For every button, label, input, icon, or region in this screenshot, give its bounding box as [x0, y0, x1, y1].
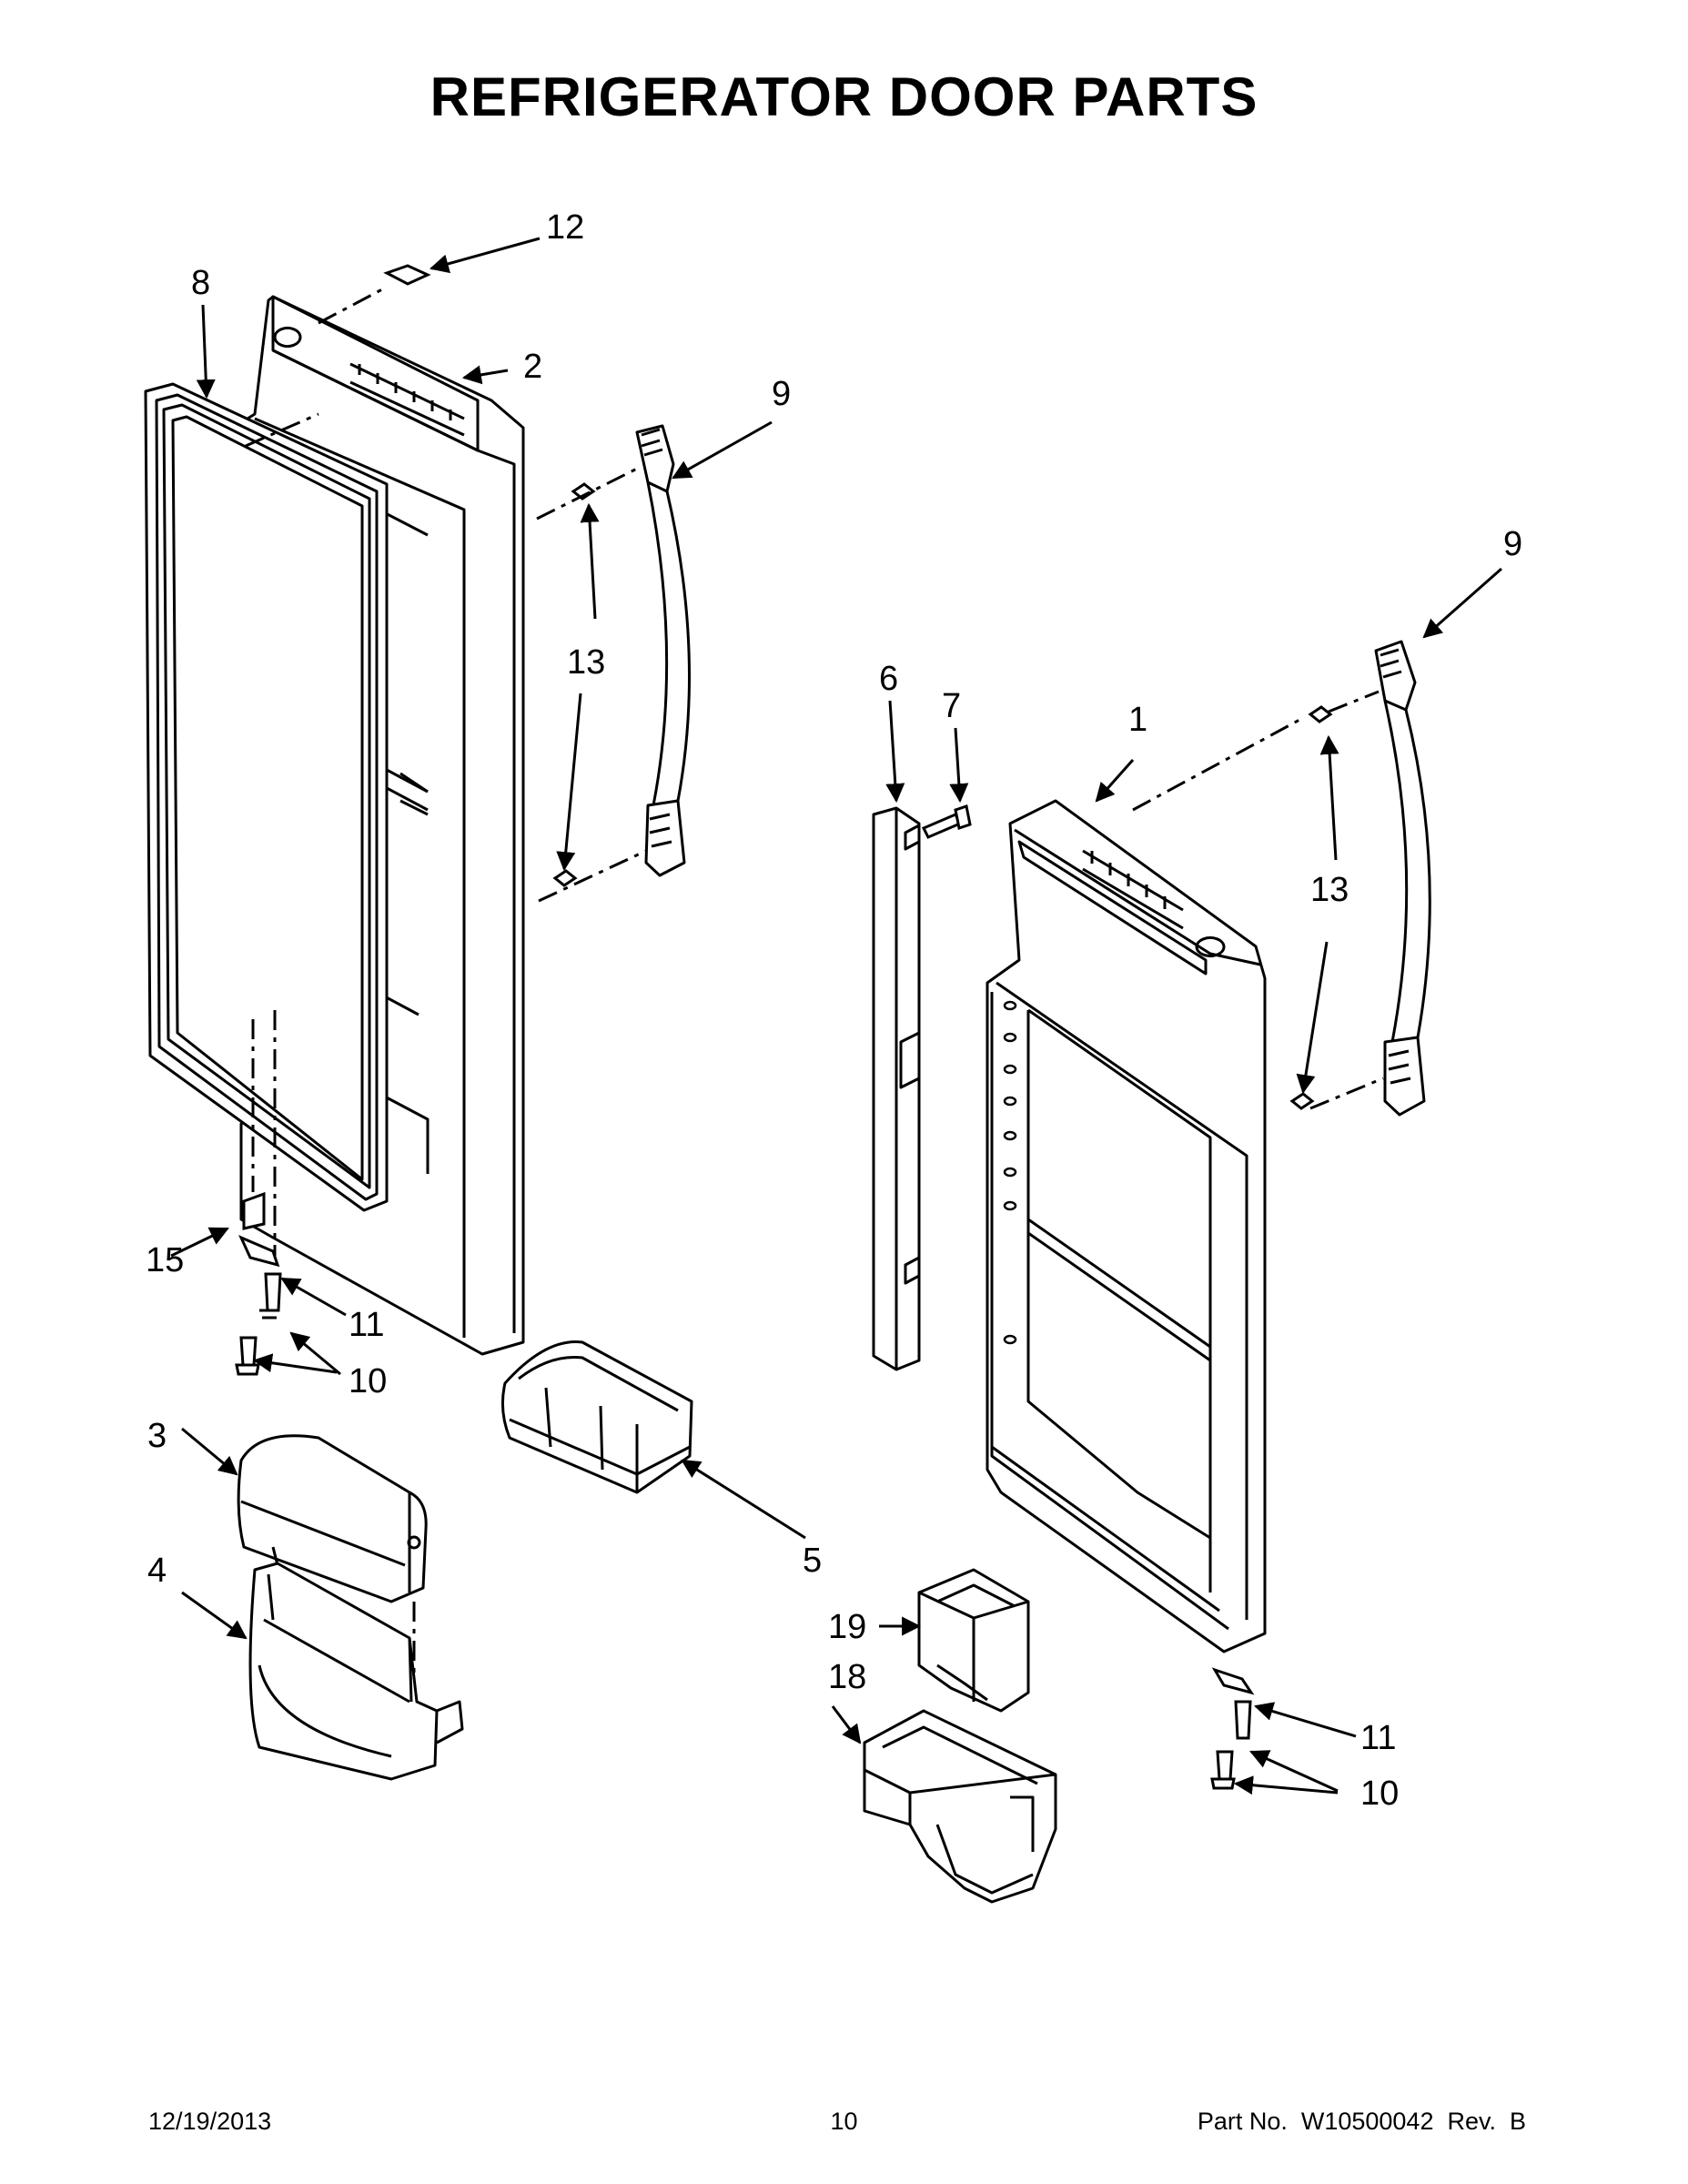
- part-5-door-bin: [500, 1340, 693, 1494]
- footer-page-number: 10: [830, 2108, 858, 2135]
- callout-2: 2: [523, 348, 542, 386]
- callout-15: 15: [146, 1241, 184, 1279]
- callout-18: 18: [828, 1658, 866, 1696]
- callout-12: 12: [546, 208, 584, 247]
- right-door-handle: [1374, 640, 1431, 1117]
- callout-13-right: 13: [1310, 871, 1349, 909]
- callout-3: 3: [147, 1417, 167, 1455]
- part-18-ice-bucket: [863, 1709, 1057, 1904]
- callout-9-left: 9: [772, 375, 791, 413]
- callout-19: 19: [828, 1608, 866, 1646]
- callout-1: 1: [1128, 701, 1147, 739]
- page-title: REFRIGERATOR DOOR PARTS: [430, 66, 1258, 127]
- callout-11-left: 11: [349, 1306, 384, 1344]
- right-door-liner: [986, 799, 1267, 1653]
- callout-6: 6: [879, 660, 898, 698]
- callout-10-right: 10: [1360, 1774, 1399, 1813]
- handle-mount-studs-right: [1132, 690, 1384, 1110]
- part-6-mullion: [872, 806, 921, 1371]
- callout-4: 4: [147, 1552, 167, 1590]
- callout-8: 8: [191, 264, 210, 302]
- callout-labels: 8 12 2 9 13 15 11 10 3 4 5 6 7 1 9 13 19…: [146, 208, 1522, 1813]
- part-7-screw: [921, 804, 972, 839]
- handle-mount-studs-left: [536, 467, 647, 903]
- callout-7: 7: [942, 687, 961, 725]
- callout-13-left: 13: [567, 643, 605, 682]
- part-3-cover: [237, 1434, 428, 1674]
- door-gasket: [144, 382, 389, 1212]
- callout-9-right: 9: [1503, 525, 1522, 563]
- part-12-plug: [318, 264, 431, 325]
- callout-11-right: 11: [1360, 1719, 1396, 1757]
- liner-shelf-holes-right: [1003, 1000, 1017, 1345]
- gasket-alignment-line: [245, 412, 319, 448]
- leader-arrows: [170, 237, 1502, 1795]
- part-4-bin: [248, 1562, 464, 1781]
- part-19-bucket-insert: [917, 1568, 1030, 1713]
- callout-10-left: 10: [349, 1362, 387, 1400]
- callout-5: 5: [803, 1542, 822, 1580]
- footer-part-number: Part No. W10500042 Rev. B: [1197, 2108, 1526, 2135]
- left-door-handle: [635, 424, 691, 877]
- footer-date: 12/19/2013: [148, 2108, 272, 2135]
- right-hinge-parts: [1210, 1667, 1255, 1790]
